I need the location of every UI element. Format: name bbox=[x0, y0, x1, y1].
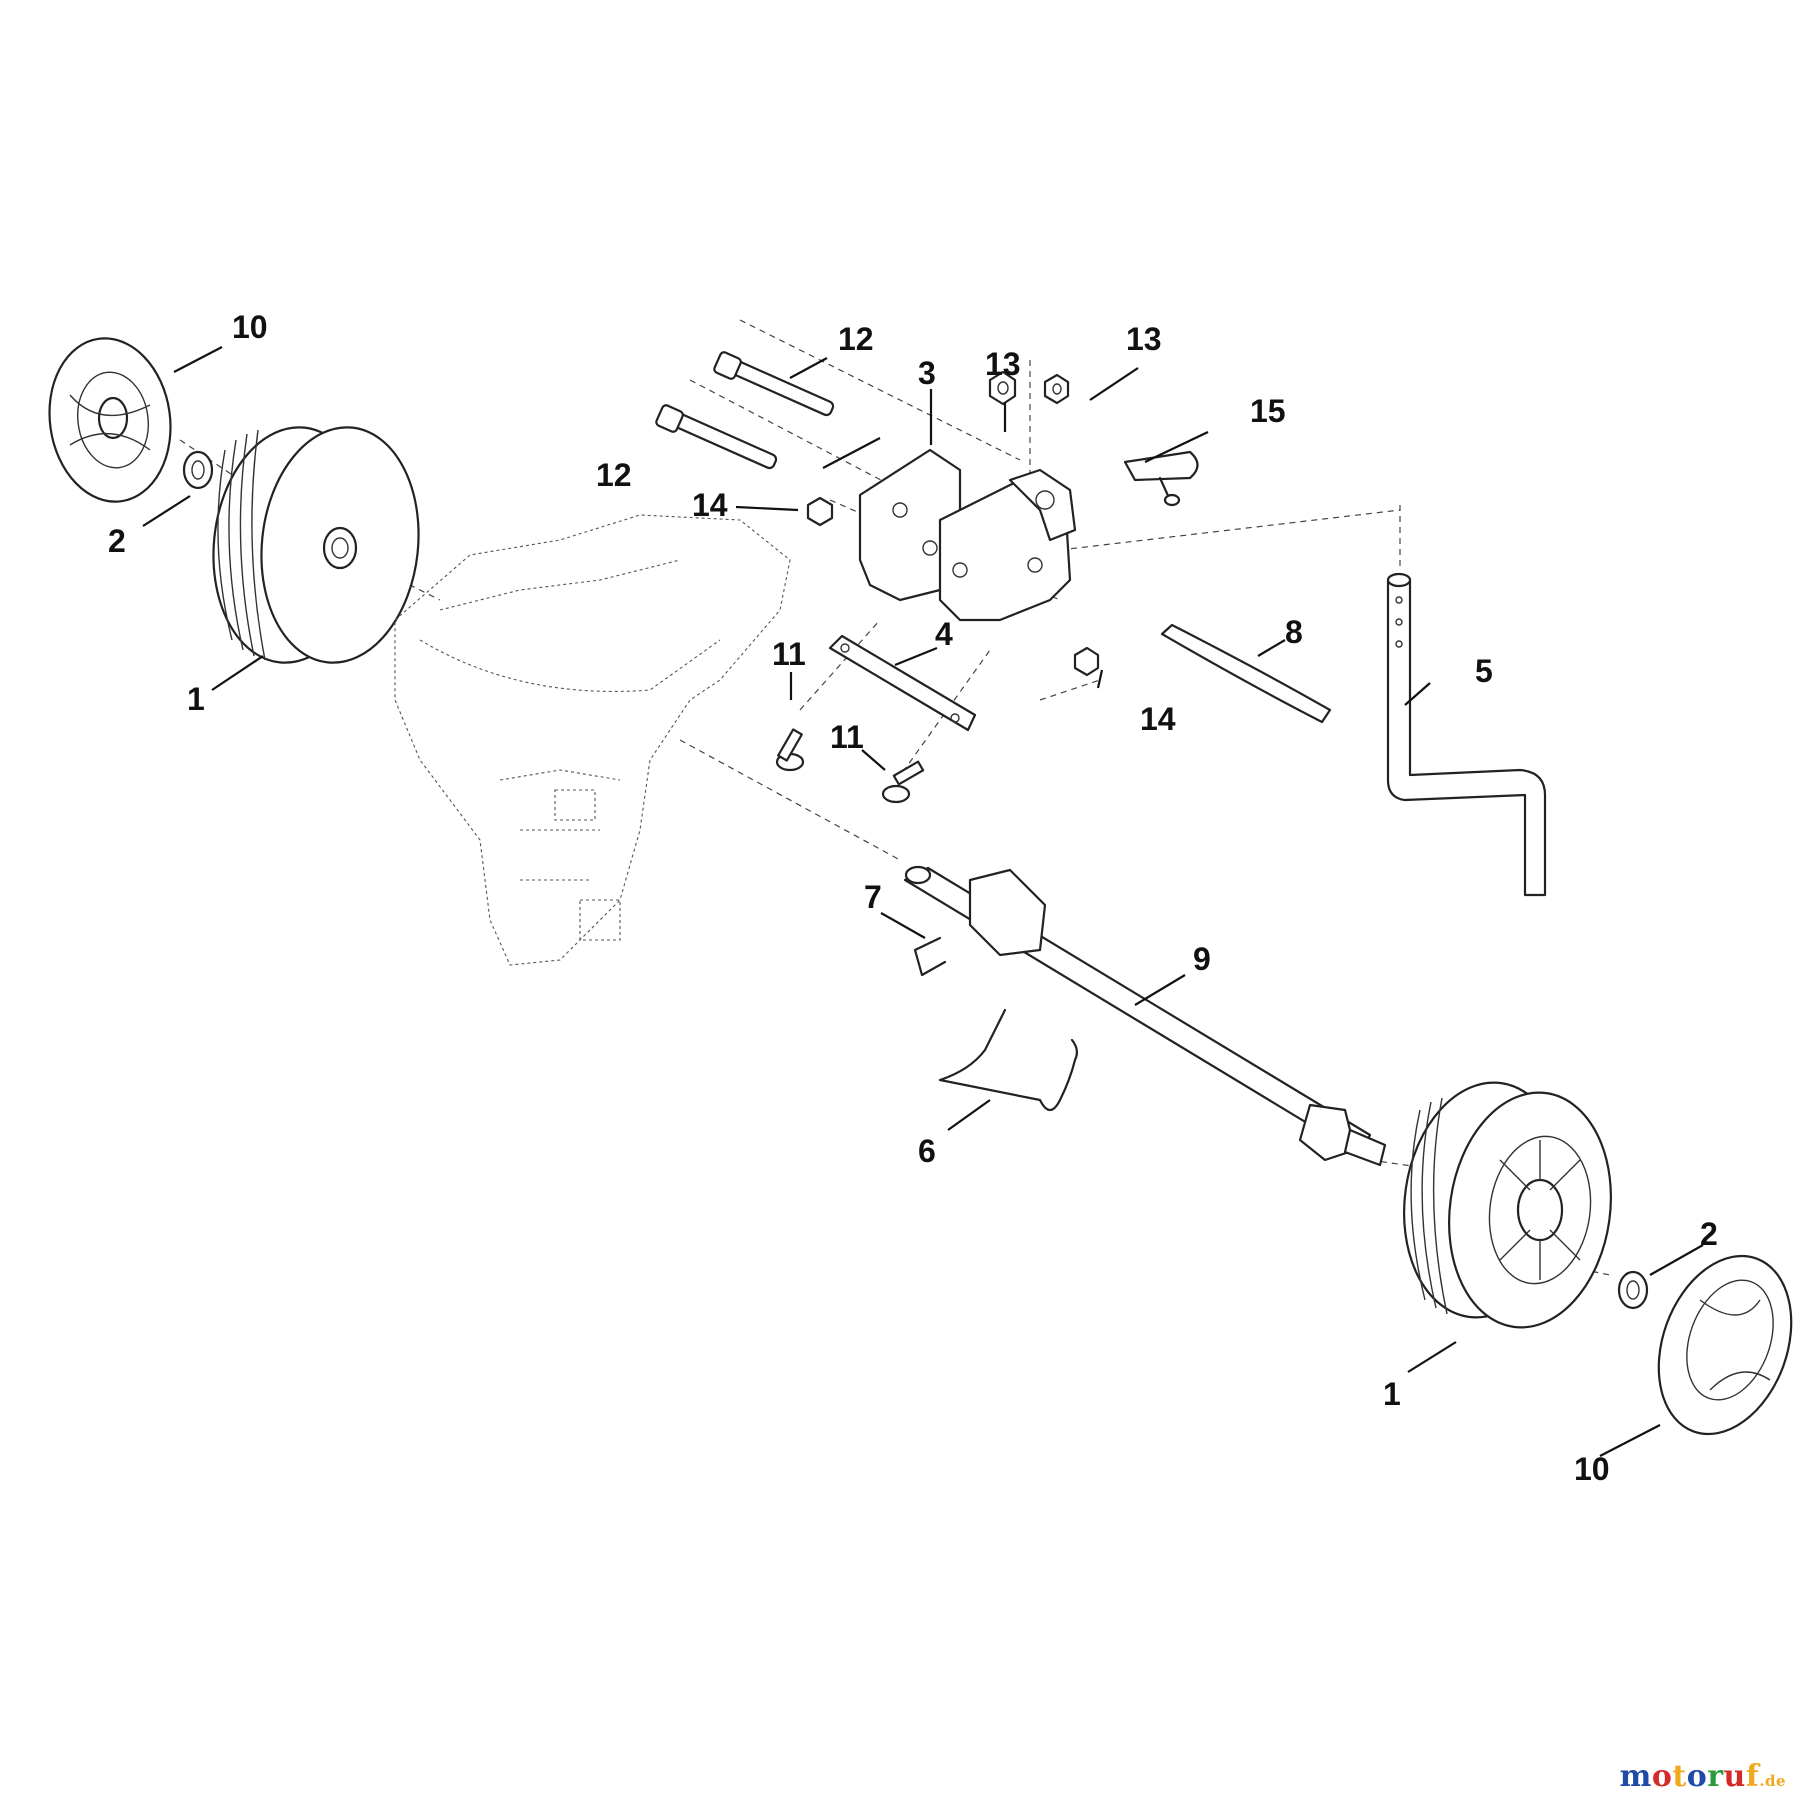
washer-right bbox=[1617, 1270, 1649, 1310]
brand-letter: t bbox=[1672, 1759, 1687, 1794]
clip-7 bbox=[913, 936, 947, 977]
bolts-12 bbox=[655, 351, 835, 470]
hub-cap-right bbox=[1657, 1254, 1793, 1436]
brand-tld: .de bbox=[1759, 1772, 1786, 1790]
plate-4 bbox=[828, 634, 977, 732]
bracket-3 bbox=[858, 448, 1077, 622]
leader-lines bbox=[142, 346, 1704, 1457]
callout-9: 9 bbox=[1193, 941, 1211, 977]
callout-10-left: 10 bbox=[232, 309, 268, 345]
axle-9 bbox=[903, 865, 1387, 1167]
callout-1-left: 1 bbox=[187, 681, 205, 717]
callout-10-right: 10 bbox=[1574, 1451, 1610, 1487]
callout-7: 7 bbox=[864, 879, 882, 915]
crank-lever-5 bbox=[1386, 572, 1547, 897]
callout-6: 6 bbox=[918, 1133, 936, 1169]
brand-letter: f bbox=[1745, 1759, 1760, 1794]
wheel-left bbox=[212, 426, 420, 664]
callout-13-right: 13 bbox=[1126, 321, 1162, 357]
nuts-13 bbox=[988, 370, 1070, 406]
callout-5: 5 bbox=[1475, 653, 1493, 689]
callout-numbers: 10 2 1 12 12 3 13 13 15 14 14 4 11 11 8 … bbox=[108, 309, 1718, 1487]
hub-cap-left bbox=[48, 337, 172, 503]
clip-15 bbox=[1123, 450, 1199, 507]
callout-11-top: 11 bbox=[772, 636, 806, 672]
screws-11 bbox=[775, 728, 925, 804]
brand-letter: o bbox=[1686, 1759, 1708, 1794]
motoruf-logo[interactable]: motoruf.de bbox=[1620, 1759, 1786, 1794]
callout-14-top: 14 bbox=[692, 487, 728, 523]
callout-12-top: 12 bbox=[838, 321, 874, 357]
brand-letter: o bbox=[1651, 1759, 1673, 1794]
callout-8: 8 bbox=[1285, 614, 1303, 650]
spring-wire-6 bbox=[938, 1008, 1079, 1112]
callout-13-left: 13 bbox=[985, 346, 1021, 382]
callout-2-right: 2 bbox=[1700, 1216, 1718, 1252]
brand-letter: m bbox=[1619, 1759, 1652, 1794]
callout-11-low: 11 bbox=[830, 719, 864, 755]
nuts-14 bbox=[806, 496, 1100, 677]
rod-8 bbox=[1160, 623, 1332, 724]
callout-4: 4 bbox=[935, 616, 953, 652]
callout-14-low: 14 bbox=[1140, 701, 1176, 737]
mower-chassis bbox=[394, 514, 791, 966]
callout-2-left: 2 bbox=[108, 523, 126, 559]
callout-15: 15 bbox=[1250, 393, 1286, 429]
brand-letter: u bbox=[1723, 1759, 1746, 1794]
wheel-right bbox=[1402, 1081, 1613, 1329]
brand-letter: r bbox=[1707, 1759, 1724, 1794]
washer-left bbox=[182, 450, 214, 490]
callout-12-low: 12 bbox=[596, 457, 632, 493]
callout-3: 3 bbox=[918, 355, 936, 391]
callout-1-right: 1 bbox=[1383, 1376, 1401, 1412]
